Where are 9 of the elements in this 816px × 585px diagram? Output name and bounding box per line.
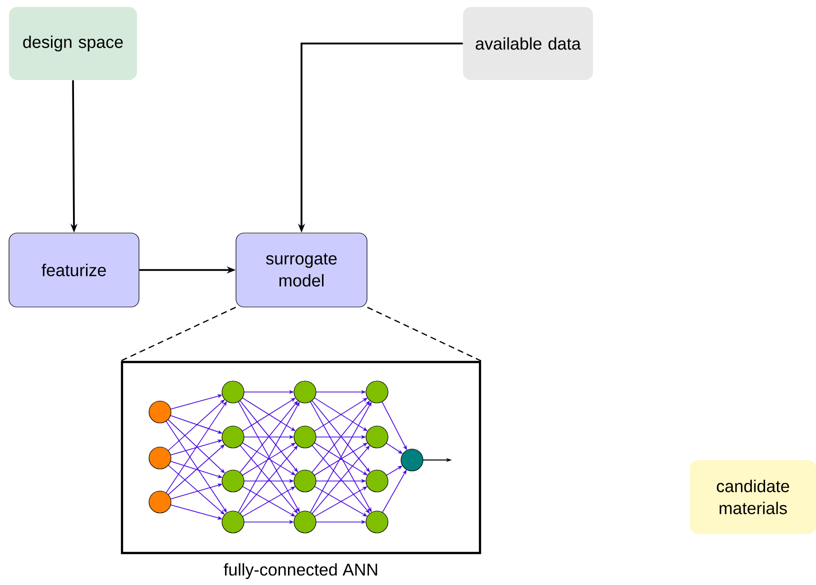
process-box: surrogate model [236, 232, 368, 308]
zoom-line [120, 306, 236, 362]
process-box: featurize [8, 232, 140, 308]
input-box: candidate materials [690, 460, 816, 534]
input-box: design space [9, 7, 137, 80]
zoom-line [367, 306, 482, 362]
node-label: fully-connected ANN [224, 563, 378, 580]
network-panel: fully-connected ANN [120, 360, 482, 580]
input-box: available data [463, 7, 593, 80]
